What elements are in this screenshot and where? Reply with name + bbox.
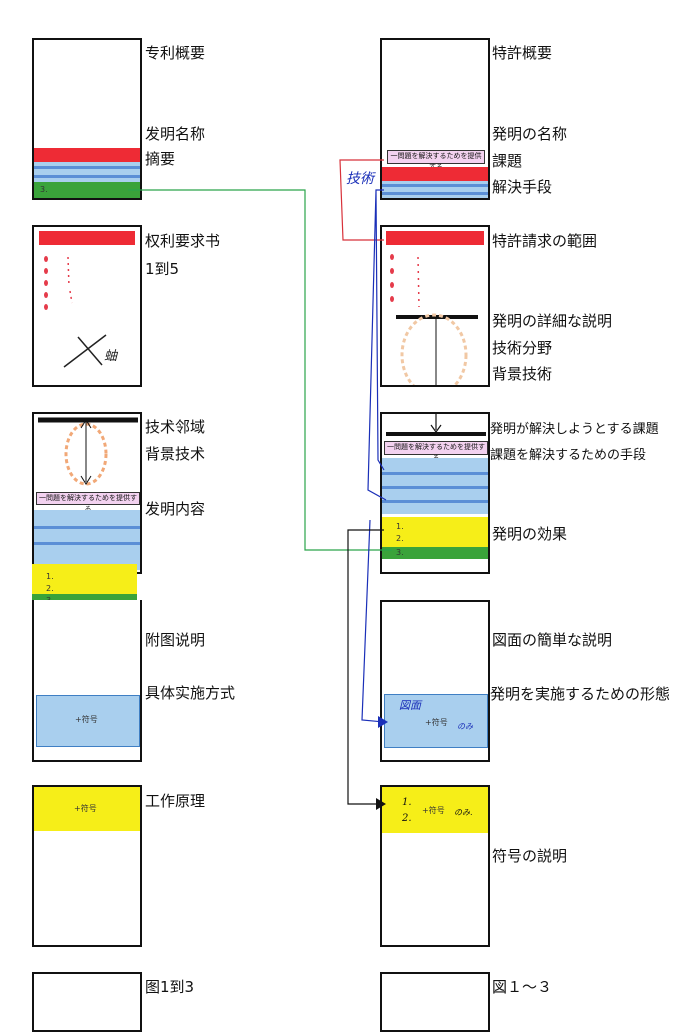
right-symbols-item: 2. (402, 813, 412, 824)
right-symbols-item: 1. (402, 797, 412, 808)
right-effect-item: 1. (396, 522, 404, 531)
right-page-claims (380, 225, 490, 387)
left-label-field: 技术邻域 (145, 418, 206, 436)
right-problem-box: 一問題を解決するためを提供する (387, 150, 485, 171)
left-claims-band (39, 231, 135, 245)
right-label-claims: 特許請求の範囲 (492, 232, 598, 250)
right-label-figures: 図１～３ (492, 978, 553, 996)
right-label-problem-long: 発明が解決しようとする課題 (490, 422, 659, 437)
right-label-title: 発明の名称 (492, 125, 568, 143)
right-embodiment-text: +符号 (425, 718, 448, 727)
left-label-summary: 摘要 (145, 150, 176, 168)
right-label-problem: 課題 (492, 152, 523, 170)
left-effect-item: 1. (46, 572, 54, 581)
right-label-solution: 解決手段 (492, 178, 553, 196)
right-symbols-nomi: のみ. (454, 808, 473, 817)
right-hand-zumen: 図面 (399, 699, 421, 712)
right-effect-item: 3. (396, 548, 404, 557)
right-label-effect: 発明の効果 (492, 525, 568, 543)
right-label-detailed: 発明の詳細な説明 (492, 312, 613, 330)
left-problem-box: 一問題を解決するためを提供する (36, 492, 140, 513)
right-means-line (382, 500, 488, 503)
right-solution-line (382, 184, 488, 187)
right-page-drawings: +符号 図面 のみ (380, 600, 490, 762)
left-embodiment-text: +符号 (75, 715, 98, 724)
left-page-description: 一問題を解決するためを提供する (32, 412, 142, 574)
left-means-line (34, 542, 140, 545)
left-label-claims-range: 1到5 (145, 260, 180, 278)
right-hand-nomi: のみ (457, 722, 473, 731)
right-red-band (382, 167, 488, 181)
right-page-symbols: 1. 2. +符号 のみ. (380, 785, 490, 947)
left-embodiment-box: +符号 (36, 695, 140, 747)
left-label-abstract: 专利概要 (145, 44, 206, 62)
left-label-embodiment: 具体实施方式 (145, 684, 236, 702)
left-label-claims: 权利要求书 (145, 232, 221, 250)
left-principle-box: +符号 (34, 787, 140, 831)
right-means-line (382, 472, 488, 475)
right-problem-box-2: 一問題を解決するためを提供する (384, 441, 488, 462)
left-means-line (34, 526, 140, 529)
left-principle-text: +符号 (74, 804, 97, 813)
left-page-drawings: +符号 (32, 600, 142, 762)
left-means-band (34, 510, 140, 570)
right-page-description: 一問題を解決するためを提供する 1. 2. 3. (380, 412, 490, 574)
left-effect-band (34, 182, 140, 198)
left-label-figures: 图1到3 (145, 978, 195, 996)
right-symbols-box: 1. 2. +符号 のみ. (382, 787, 488, 833)
left-page-claims: 蚰 (32, 225, 142, 387)
left-page-figures (32, 972, 142, 1032)
right-label-embodiment: 発明を実施するための形態 (490, 685, 671, 703)
left-green-item: 3. (40, 185, 48, 194)
right-page-figures (380, 972, 490, 1032)
left-page-principle: +符号 (32, 785, 142, 947)
right-label-symbols: 符号の説明 (492, 847, 568, 865)
left-label-content: 发明内容 (145, 500, 206, 518)
right-claims-band (386, 231, 484, 245)
left-label-title: 发明名称 (145, 125, 206, 143)
left-label-drawings: 附图说明 (145, 631, 206, 649)
right-effect-band (382, 517, 488, 547)
right-label-field: 技術分野 (492, 339, 553, 357)
left-title-band (34, 148, 140, 162)
left-label-principle: 工作原理 (145, 792, 206, 810)
right-symbols-text: +符号 (422, 806, 445, 815)
left-summary-line (34, 166, 140, 169)
right-label-drawings: 図面の簡単な説明 (492, 631, 613, 649)
connector-black (347, 529, 384, 805)
right-label-means: 課題を解決するための手段 (490, 448, 647, 463)
right-effect-green (382, 547, 488, 559)
right-page-abstract: 一問題を解決するためを提供する (380, 38, 490, 200)
right-means-line (382, 486, 488, 489)
right-label-background: 背景技術 (492, 365, 553, 383)
right-hand-gijutsu: 技術 (346, 171, 374, 187)
left-effect-item: 2. (46, 584, 54, 593)
left-summary-line (34, 175, 140, 178)
right-effect-item: 2. (396, 534, 404, 543)
left-label-background: 背景技术 (145, 445, 206, 463)
left-page-abstract: 3. (32, 38, 142, 200)
right-embodiment-box: +符号 図面 のみ (384, 694, 488, 748)
left-claims-note: 蚰 (104, 349, 118, 364)
right-solution-line (382, 192, 488, 195)
right-label-abstract: 特許概要 (492, 44, 553, 62)
left-summary-band (34, 162, 140, 182)
